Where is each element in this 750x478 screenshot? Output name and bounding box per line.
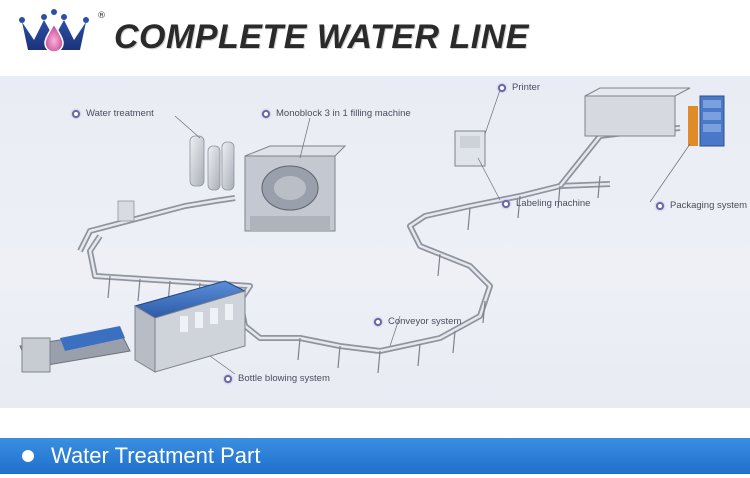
- section-title: Water Treatment Part: [51, 443, 261, 468]
- label-water-treatment: Water treatment: [72, 108, 154, 119]
- production-line-diagram: Water treatment Monoblock 3 in 1 filling…: [0, 76, 750, 408]
- label-dot-icon: [224, 374, 232, 383]
- registered-mark: ®: [97, 11, 106, 21]
- spacer: [0, 408, 750, 438]
- section-bar: Water Treatment Part: [0, 438, 750, 474]
- bottom-spacer: [0, 474, 750, 478]
- label-dot-icon: [498, 83, 506, 92]
- label-text: Bottle blowing system: [238, 373, 330, 384]
- label-conveyor-system: Conveyor system: [374, 316, 461, 327]
- label-text: Water treatment: [86, 108, 154, 119]
- label-dot-icon: [262, 109, 270, 118]
- production-line-illustration: [19, 87, 725, 375]
- label-dot-icon: [502, 199, 510, 208]
- label-text: Labeling machine: [516, 198, 591, 209]
- label-text: Monoblock 3 in 1 filling machine: [276, 108, 411, 119]
- label-dot-icon: [656, 201, 664, 210]
- label-text: Conveyor system: [388, 316, 462, 327]
- label-printer: Printer: [498, 82, 540, 93]
- header: ® COMPLETE WATER LINE: [0, 0, 750, 76]
- label-labeling-machine: Labeling machine: [502, 198, 590, 209]
- page-title: COMPLETE WATER LINE: [114, 18, 529, 56]
- label-dot-icon: [374, 317, 382, 326]
- label-text: Printer: [512, 82, 540, 93]
- label-monoblock: Monoblock 3 in 1 filling machine: [262, 108, 411, 119]
- bullet-icon: [22, 450, 34, 462]
- crown-logo-icon: [19, 9, 89, 53]
- label-bottle-blowing-system: Bottle blowing system: [224, 373, 330, 384]
- label-dot-icon: [72, 109, 80, 118]
- label-text: Packaging system: [670, 200, 748, 211]
- label-packaging-system: Packaging system: [656, 200, 747, 211]
